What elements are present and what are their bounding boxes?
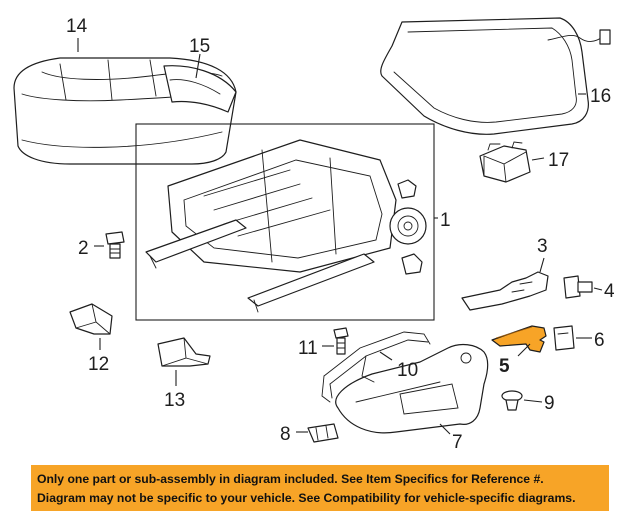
callout-7: 7 (452, 432, 463, 453)
callout-9: 9 (544, 393, 555, 414)
part-17-control-module (479, 141, 531, 183)
part-10-wire-frame (321, 331, 431, 403)
disclaimer-line-1: Only one part or sub-assembly in diagram… (37, 472, 544, 486)
disclaimer-line-2: Diagram may not be specific to your vehi… (37, 491, 576, 505)
callout-17: 17 (548, 150, 569, 171)
callout-8: 8 (280, 424, 291, 445)
part-6-clip (553, 325, 575, 351)
part-5-recliner-handle (491, 325, 547, 353)
callout-4: 4 (604, 281, 615, 302)
part-1-seat-frame (135, 123, 435, 321)
leader-lines (77, 38, 603, 435)
part-12-bracket (69, 303, 113, 335)
callout-16: 16 (590, 86, 611, 107)
disclaimer-banner: Only one part or sub-assembly in diagram… (31, 465, 609, 511)
part-2-bolt (105, 231, 125, 259)
callout-1: 1 (440, 210, 451, 231)
callout-6: 6 (594, 330, 605, 351)
callout-3: 3 (537, 236, 548, 257)
callout-5: 5 (499, 356, 510, 377)
callout-10: 10 (397, 360, 418, 381)
part-13-bracket (157, 337, 211, 367)
callout-2: 2 (78, 238, 89, 259)
part-4-screw (563, 275, 593, 299)
part-11-bolt (333, 327, 349, 355)
part-3-trim-bracket (461, 271, 549, 311)
callout-12: 12 (88, 354, 109, 375)
callout-13: 13 (164, 390, 185, 411)
part-16-heater-pad (380, 17, 611, 135)
part-8-clip (307, 423, 339, 443)
part-7-side-shield (335, 343, 489, 434)
callout-14: 14 (66, 16, 88, 37)
part-15-cushion-pad (163, 65, 237, 113)
callout-15: 15 (189, 36, 210, 57)
callout-11: 11 (298, 338, 318, 359)
part-9-push-pin (501, 390, 523, 411)
